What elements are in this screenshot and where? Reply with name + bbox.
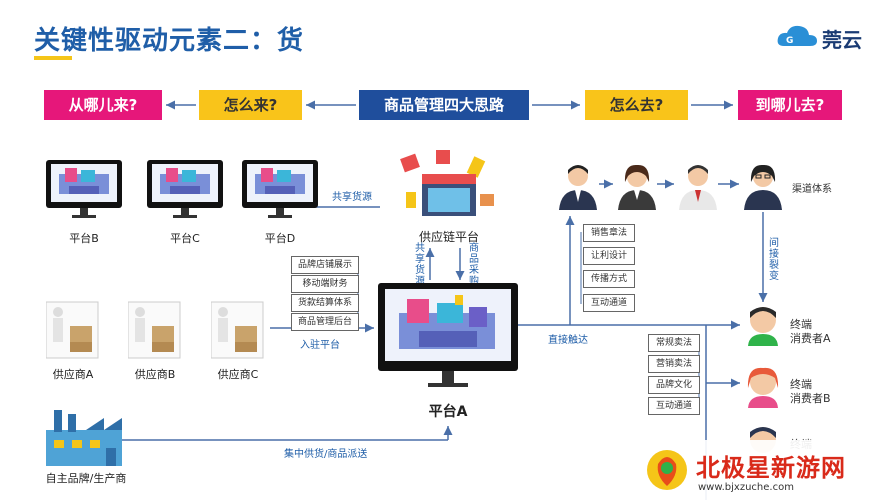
consumer-b-line1: 终端 <box>790 378 812 391</box>
factory-icon <box>46 410 122 466</box>
supply-chain-label: 供应链平台 <box>418 230 479 244</box>
direct-reach-label: 直接触达 <box>548 335 588 346</box>
supplier-b-icon <box>128 301 181 359</box>
indirect-fission-label: 间接裂变 <box>769 238 779 282</box>
tag-how-go: 怎么去? <box>585 90 688 120</box>
consumer-box-4: 互动通道 <box>648 397 700 415</box>
businessman-icon-1 <box>559 165 597 210</box>
consumer-b-icon <box>747 367 779 408</box>
platform-a-box-4: 商品管理后台 <box>291 313 359 331</box>
consumer-a-line1: 终端 <box>790 318 812 331</box>
marketing-box-3: 传播方式 <box>583 270 635 288</box>
platform-c-label: 平台C <box>170 232 200 245</box>
logo-text: 莞云 <box>822 28 862 52</box>
platform-d-label: 平台D <box>264 232 296 245</box>
monitor-b <box>46 160 122 218</box>
tag-how-come: 怎么来? <box>199 90 302 120</box>
watermark-logo-icon <box>647 450 687 490</box>
marketing-box-1: 销售章法 <box>583 224 635 242</box>
centralized-supply-label: 集中供货/商品派送 <box>284 449 368 460</box>
marketing-box-2: 让利设计 <box>583 247 635 265</box>
monitor-c <box>147 160 223 218</box>
platform-a-box-2: 移动端财务 <box>291 275 359 293</box>
own-brand-label: 自主品牌/生产商 <box>45 472 127 485</box>
consumer-a-line2: 消费者A <box>790 332 831 345</box>
watermark-text: 北极星新游网 <box>696 454 846 482</box>
platform-a-label: 平台A <box>428 404 468 420</box>
supplier-a-icon <box>46 301 99 359</box>
businessman-icon-2 <box>679 165 717 210</box>
supplier-c-label: 供应商C <box>217 368 259 381</box>
consumer-box-3: 品牌文化 <box>648 376 700 394</box>
marketing-box-4: 互动通道 <box>583 294 635 312</box>
cloud-logo-icon: G <box>777 25 817 46</box>
title-underline <box>34 56 72 60</box>
consumer-b-line2: 消费者B <box>790 392 831 405</box>
page-title: 关键性驱动元素二：货 <box>34 26 305 56</box>
monitor-d <box>242 160 318 218</box>
platform-b-label: 平台B <box>69 232 99 245</box>
consumer-box-1: 常规卖法 <box>648 334 700 352</box>
businesswoman-icon <box>618 164 656 210</box>
supplier-a-label: 供应商A <box>52 368 94 381</box>
consumer-a-icon <box>748 307 778 346</box>
channel-woman-icon <box>744 164 782 210</box>
platform-a-box-1: 品牌店铺展示 <box>291 256 359 274</box>
join-platform-label: 入驻平台 <box>300 340 340 351</box>
channel-system-label: 渠道体系 <box>792 184 832 195</box>
supplier-b-label: 供应商B <box>134 368 176 381</box>
supply-chain-store-icon <box>400 150 494 216</box>
tag-to-where: 到哪儿去? <box>738 90 842 120</box>
supplier-c-icon <box>211 301 264 359</box>
purchase-vertical: 商品采购 <box>469 243 479 287</box>
monitor-a <box>378 283 518 387</box>
watermark-url: www.bjxzuche.com <box>698 482 794 493</box>
platform-a-box-3: 货款结算体系 <box>291 294 359 312</box>
shared-source-label: 共享货源 <box>332 192 372 203</box>
tag-from-where: 从哪儿来? <box>44 90 162 120</box>
watermark: 北极星新游网 www.bjxzuche.com <box>638 440 889 500</box>
tag-center: 商品管理四大思路 <box>359 90 529 120</box>
svg-text:G: G <box>786 36 793 46</box>
shared-source-vertical: 共享货源 <box>415 243 425 287</box>
consumer-box-2: 营销卖法 <box>648 355 700 373</box>
